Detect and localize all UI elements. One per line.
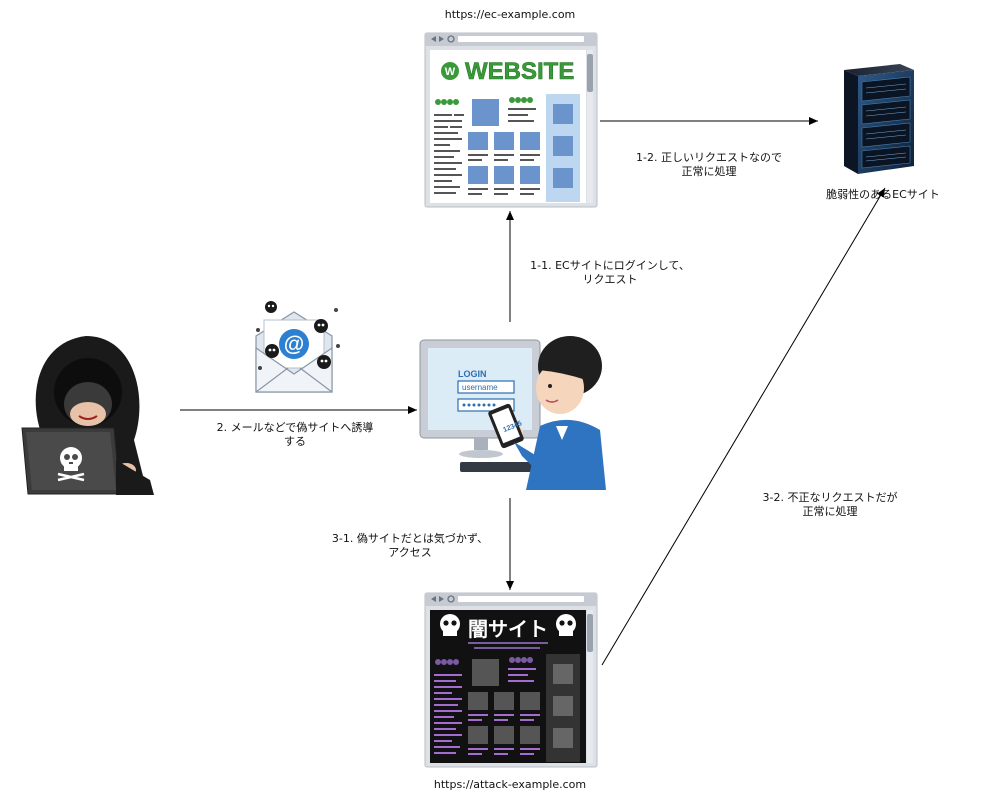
edge-3-1-line-2: アクセス (388, 546, 432, 559)
edge-2-line-2: する (284, 435, 306, 448)
edge-1-1-line-2: リクエスト (582, 273, 638, 286)
attack-banner-text: 闇サイト (468, 617, 548, 641)
edge-3-2-label: 3-2. 不正なリクエストだが 正常に処理 (740, 491, 920, 519)
edge-3-1-line-1: 3-1. 偽サイトだとは気づかず、 (331, 532, 489, 545)
edge-1-2-line-2: 正常に処理 (681, 165, 737, 178)
edge-1-1-label: 1-1. ECサイトにログインして、 リクエスト (505, 259, 715, 287)
edge-2-line-1: 2. メールなどで偽サイトへ誘導 (216, 421, 374, 434)
user-at-computer-icon: LOGIN username 12345 (419, 336, 606, 490)
legit-logo-letter: W (445, 66, 456, 78)
edge-3-1-label: 3-1. 偽サイトだとは気づかず、 アクセス (305, 532, 515, 560)
edge-1-2-line-1: 1-2. 正しいリクエストなので (636, 151, 782, 164)
edge-3-2-line-2: 正常に処理 (802, 505, 858, 518)
edge-3-2-arrow (601, 187, 886, 666)
skull-right-icon (556, 614, 576, 636)
server-rack-icon (844, 64, 914, 174)
edge-1-2-label: 1-2. 正しいリクエストなので 正常に処理 (614, 151, 804, 179)
svg-text:@: @ (284, 333, 304, 356)
login-username-text: username (462, 383, 498, 392)
email-with-viruses-icon: @ (255, 301, 340, 393)
attack-url-label: https://attack-example.com (433, 778, 587, 791)
server-label: 脆弱性のあるECサイト (826, 188, 940, 201)
edge-1-1-line-1: 1-1. ECサイトにログインして、 (530, 259, 690, 272)
edge-3-2-line-1: 3-2. 不正なリクエストだが (762, 491, 898, 504)
skull-left-icon (440, 614, 460, 636)
edge-2-label: 2. メールなどで偽サイトへ誘導 する (190, 421, 400, 449)
skull-icon (57, 447, 85, 482)
legit-banner-text: WEBSITE (465, 58, 574, 85)
legit-url-label: https://ec-example.com (444, 8, 576, 21)
login-title: LOGIN (458, 369, 487, 379)
hacker-with-laptop-icon (21, 336, 154, 495)
dark-website-icon: 闇サイト (424, 592, 598, 768)
legit-website-icon: W WEBSITE (424, 32, 598, 208)
